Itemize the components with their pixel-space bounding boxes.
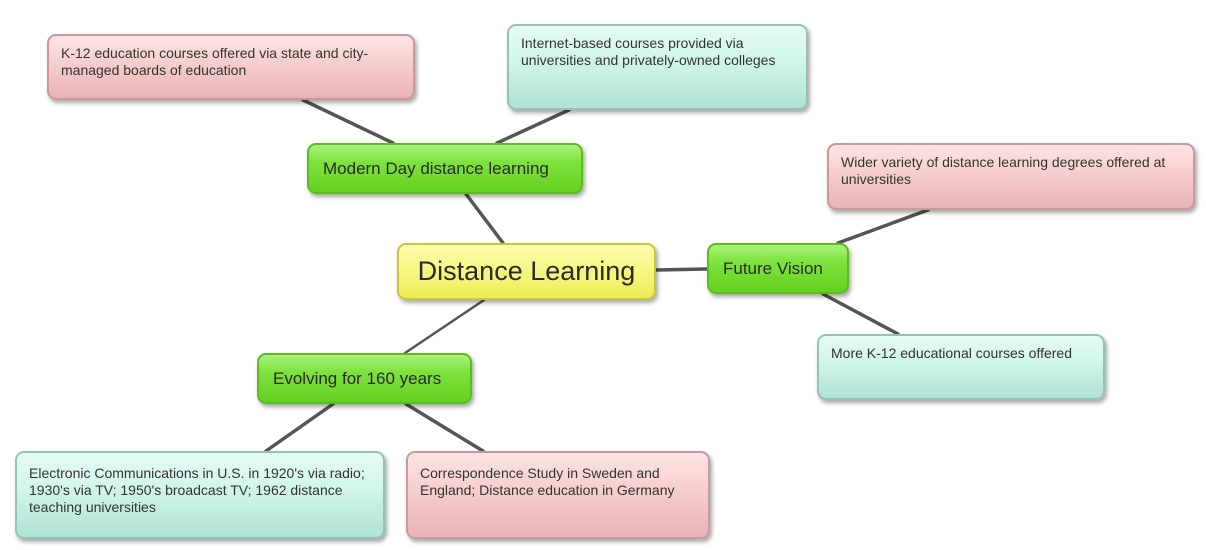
leaf-label: Internet-based courses provided via univ… bbox=[521, 35, 776, 68]
connector-central-evolving bbox=[403, 298, 486, 355]
branch-evolving-160-years[interactable]: Evolving for 160 years bbox=[257, 353, 472, 404]
connector-evolving-correspondence bbox=[404, 402, 485, 453]
connector-modern-internet bbox=[495, 108, 571, 145]
leaf-label: K-12 education courses offered via state… bbox=[61, 45, 369, 78]
leaf-electronic-communications[interactable]: Electronic Communications in U.S. in 192… bbox=[15, 451, 385, 539]
branch-label: Evolving for 160 years bbox=[273, 368, 442, 388]
branch-label: Future Vision bbox=[723, 258, 823, 278]
connector-future-morek12 bbox=[821, 292, 900, 336]
connector-modern-k12 bbox=[301, 98, 395, 145]
central-topic-label: Distance Learning bbox=[417, 256, 636, 286]
leaf-label: Electronic Communications in U.S. in 192… bbox=[29, 465, 365, 515]
leaf-wider-variety-degrees[interactable]: Wider variety of distance learning degre… bbox=[827, 143, 1195, 210]
leaf-label: Wider variety of distance learning degre… bbox=[841, 154, 1166, 187]
central-topic-distance-learning[interactable]: Distance Learning bbox=[397, 243, 656, 300]
leaf-label: Correspondence Study in Sweden and Engla… bbox=[420, 465, 675, 498]
leaf-more-k12-courses[interactable]: More K-12 educational courses offered bbox=[817, 334, 1105, 400]
connector-central-modern bbox=[464, 192, 505, 245]
leaf-k12-boards[interactable]: K-12 education courses offered via state… bbox=[47, 34, 415, 100]
connector-future-wider bbox=[836, 208, 930, 245]
leaf-correspondence-study[interactable]: Correspondence Study in Sweden and Engla… bbox=[406, 451, 710, 539]
branch-future-vision[interactable]: Future Vision bbox=[707, 243, 849, 294]
branch-modern-day[interactable]: Modern Day distance learning bbox=[307, 143, 583, 194]
branch-label: Modern Day distance learning bbox=[323, 158, 549, 178]
leaf-label: More K-12 educational courses offered bbox=[831, 345, 1072, 361]
leaf-internet-courses[interactable]: Internet-based courses provided via univ… bbox=[507, 24, 808, 110]
connector-central-future bbox=[654, 267, 709, 272]
connector-evolving-electronic bbox=[264, 402, 335, 453]
